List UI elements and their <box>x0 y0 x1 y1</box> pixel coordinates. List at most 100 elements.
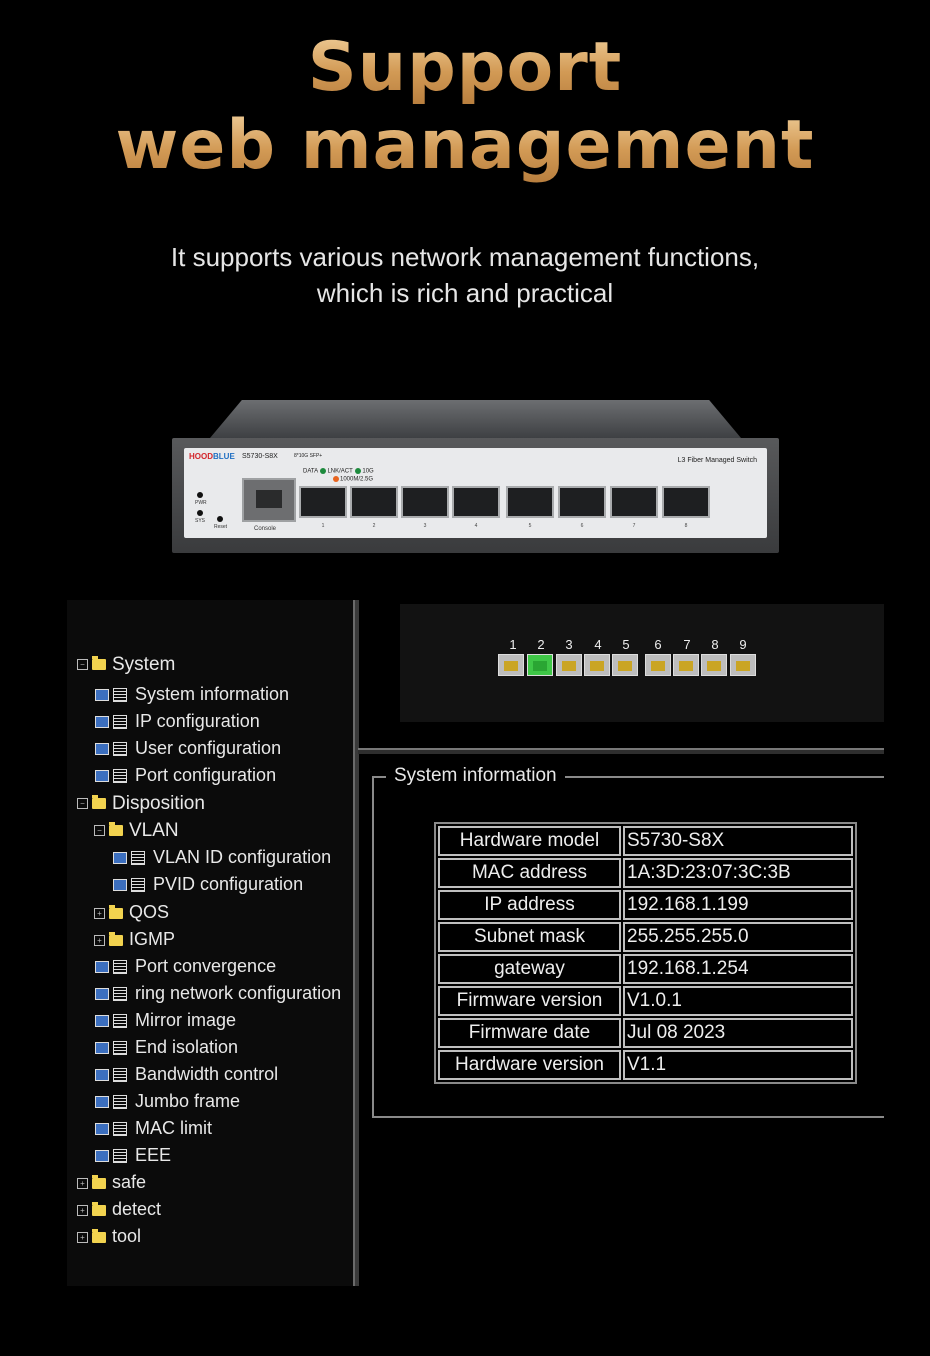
info-key: Hardware version <box>438 1050 621 1080</box>
tree-item-ip-configuration[interactable]: IP configuration <box>95 711 260 732</box>
info-key: Firmware date <box>438 1018 621 1048</box>
tree-node-system[interactable]: −System <box>77 654 175 676</box>
sfp-port <box>506 486 554 518</box>
folder-icon <box>109 931 123 946</box>
info-key: Subnet mask <box>438 922 621 952</box>
port-number: 5 <box>622 637 630 652</box>
tree-item-vlan-id-configuration[interactable]: VLAN ID configuration <box>113 847 331 868</box>
page-icon <box>95 1149 129 1164</box>
ethernet-port-active-icon[interactable] <box>527 654 553 676</box>
page-icon <box>113 878 147 893</box>
sfp-port <box>350 486 398 518</box>
tree-item-bandwidth-control[interactable]: Bandwidth control <box>95 1064 278 1085</box>
tree-item-system-information[interactable]: System information <box>95 684 289 705</box>
port-number: 6 <box>654 637 662 652</box>
console-port <box>242 478 296 522</box>
led-green-icon <box>355 468 362 474</box>
info-value: V1.0.1 <box>623 986 853 1016</box>
sfp-port <box>452 486 500 518</box>
info-key: gateway <box>438 954 621 984</box>
tree-node-safe[interactable]: +safe <box>77 1172 146 1193</box>
ethernet-port-icon[interactable] <box>584 654 610 676</box>
port-label: 8 <box>684 523 688 529</box>
port-label: 3 <box>423 523 427 529</box>
page-icon <box>95 715 129 730</box>
port-number: 2 <box>537 637 545 652</box>
device-ports-desc: 8*10G SFP+ <box>294 453 323 459</box>
ethernet-port-icon[interactable] <box>701 654 727 676</box>
tree-node-tool[interactable]: +tool <box>77 1226 141 1247</box>
tree-item-port-convergence[interactable]: Port convergence <box>95 956 276 977</box>
frame-divider <box>358 748 884 754</box>
collapse-icon[interactable]: − <box>77 659 88 671</box>
subtitle-line1: It supports various network management f… <box>170 242 760 272</box>
sfp-port <box>662 486 710 518</box>
page-icon <box>95 688 129 703</box>
ethernet-port-icon[interactable] <box>645 654 671 676</box>
expand-icon[interactable]: + <box>94 934 105 946</box>
system-info-legend: System information <box>386 765 565 787</box>
tree-item-eee[interactable]: EEE <box>95 1145 171 1166</box>
nav-tree-divider <box>353 600 359 1286</box>
tree-node-disposition[interactable]: −Disposition <box>77 793 205 815</box>
expand-icon[interactable]: + <box>77 1231 88 1243</box>
system-info-fieldset <box>372 776 884 1118</box>
expand-icon[interactable]: + <box>77 1177 88 1189</box>
page-icon <box>95 769 129 784</box>
headline-line1: Support <box>0 28 930 108</box>
info-value: 1A:3D:23:07:3C:3B <box>623 858 853 888</box>
info-key: Firmware version <box>438 986 621 1016</box>
subtitle-line2: which is rich and practical <box>316 278 614 308</box>
folder-open-icon <box>92 656 106 671</box>
tree-item-mac-limit[interactable]: MAC limit <box>95 1118 212 1139</box>
device-model: S5730-S8X <box>242 453 278 460</box>
tree-item-pvid-configuration[interactable]: PVID configuration <box>113 874 303 895</box>
port-label: 6 <box>580 523 584 529</box>
tree-item-end-isolation[interactable]: End isolation <box>95 1037 238 1058</box>
ethernet-port-icon[interactable] <box>730 654 756 676</box>
ethernet-port-icon[interactable] <box>612 654 638 676</box>
device-top <box>210 400 741 438</box>
port-label: 4 <box>474 523 478 529</box>
sys-label: SYS <box>195 518 206 524</box>
ethernet-port-icon[interactable] <box>556 654 582 676</box>
port-number: 3 <box>565 637 573 652</box>
page-icon <box>95 1068 129 1083</box>
expand-icon[interactable]: + <box>77 1204 88 1216</box>
ethernet-port-icon[interactable] <box>673 654 699 676</box>
tree-node-qos[interactable]: +QOS <box>94 902 169 923</box>
ethernet-port-icon[interactable] <box>498 654 524 676</box>
port-number: 1 <box>509 637 517 652</box>
info-value: 255.255.255.0 <box>623 922 853 952</box>
page-icon <box>95 960 129 975</box>
expand-icon[interactable]: + <box>94 907 105 919</box>
port-label: 2 <box>372 523 376 529</box>
port-status-panel: 1 2 3 4 5 6 7 8 9 <box>400 604 884 722</box>
collapse-icon[interactable]: − <box>94 825 105 837</box>
folder-icon <box>109 904 123 919</box>
collapse-icon[interactable]: − <box>77 798 88 810</box>
tree-item-user-configuration[interactable]: User configuration <box>95 738 281 759</box>
tree-item-ring-network-configuration[interactable]: ring network configuration <box>95 983 341 1004</box>
folder-icon <box>92 1228 106 1243</box>
tree-node-detect[interactable]: +detect <box>77 1199 161 1220</box>
info-value: V1.1 <box>623 1050 853 1080</box>
page-icon <box>95 1095 129 1110</box>
info-value: 192.168.1.199 <box>623 890 853 920</box>
led-legend-1: DATA LNK/ACT 10G <box>303 468 374 475</box>
tree-item-jumbo-frame[interactable]: Jumbo frame <box>95 1091 240 1112</box>
info-key: IP address <box>438 890 621 920</box>
device-type: L3 Fiber Managed Switch <box>677 457 757 464</box>
info-key: MAC address <box>438 858 621 888</box>
tree-node-igmp[interactable]: +IGMP <box>94 929 175 950</box>
tree-node-vlan[interactable]: −VLAN <box>94 820 179 842</box>
page-icon <box>95 1014 129 1029</box>
port-number: 8 <box>711 637 719 652</box>
sfp-port <box>558 486 606 518</box>
tree-item-port-configuration[interactable]: Port configuration <box>95 765 276 786</box>
tree-item-mirror-image[interactable]: Mirror image <box>95 1010 236 1031</box>
